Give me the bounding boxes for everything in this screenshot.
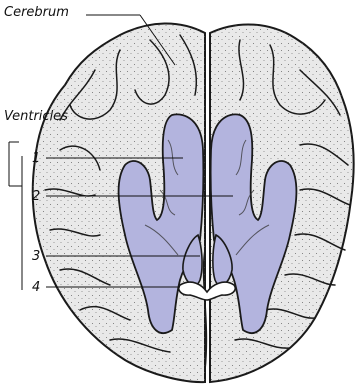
item-label-2: 2 <box>32 189 40 204</box>
item-label-1: 1 <box>32 151 40 166</box>
ventricles-label: Ventricles <box>4 109 68 124</box>
item-label-3: 3 <box>32 249 40 264</box>
item-label-4: 4 <box>32 280 40 295</box>
cerebrum-label: Cerebrum <box>4 5 69 20</box>
